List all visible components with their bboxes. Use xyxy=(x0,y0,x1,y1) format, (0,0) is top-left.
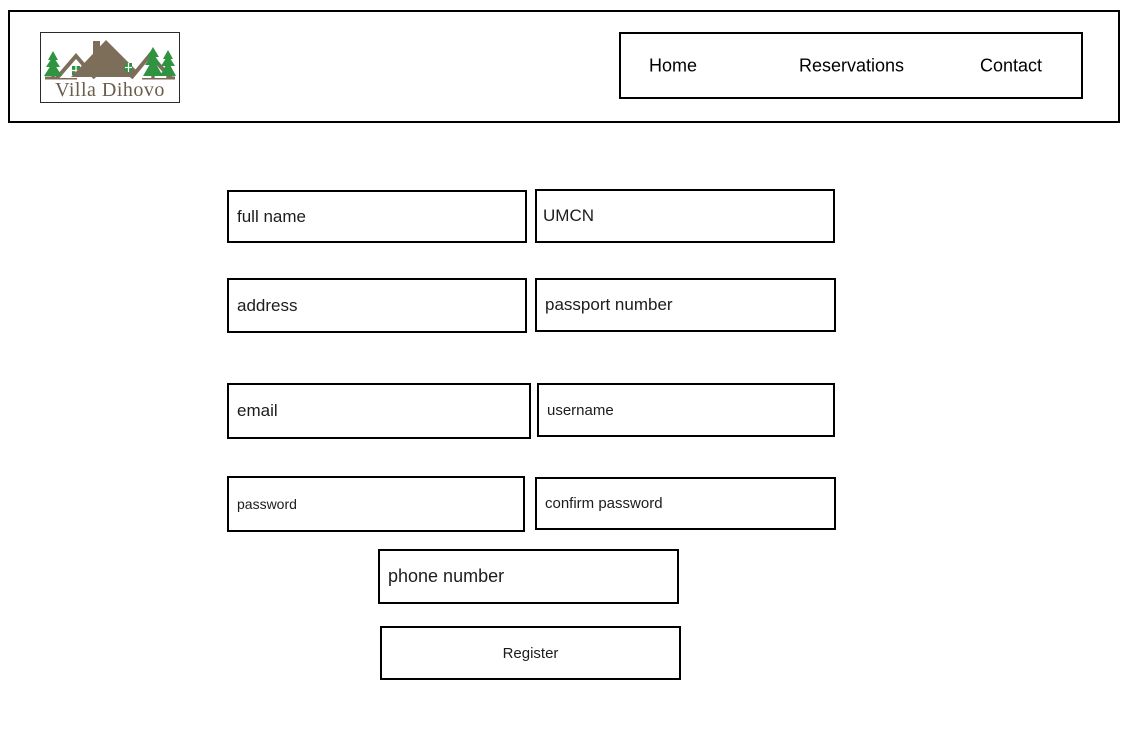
villa-house-trees-icon xyxy=(44,40,176,80)
address-input[interactable] xyxy=(227,278,527,333)
passport-number-input[interactable] xyxy=(535,278,836,332)
nav-item-reservations[interactable]: Reservations xyxy=(799,55,905,75)
phone-number-input[interactable] xyxy=(378,549,679,604)
brand-name: Villa Dihovo xyxy=(55,79,165,101)
password-input[interactable] xyxy=(227,476,525,532)
username-input[interactable] xyxy=(537,383,835,437)
email-input[interactable] xyxy=(227,383,531,439)
register-button[interactable]: Register xyxy=(380,626,681,680)
nav-item-home[interactable]: Home xyxy=(649,55,698,75)
nav-item-contact[interactable]: Contact xyxy=(980,55,1043,75)
confirm-password-input[interactable] xyxy=(535,477,836,530)
brand-logo[interactable]: Villa Dihovo xyxy=(40,32,180,103)
header: Villa Dihovo Home Reservations Contact xyxy=(8,10,1120,123)
main-nav: Home Reservations Contact xyxy=(619,32,1083,99)
umcn-input[interactable] xyxy=(535,189,835,243)
full-name-input[interactable] xyxy=(227,190,527,243)
